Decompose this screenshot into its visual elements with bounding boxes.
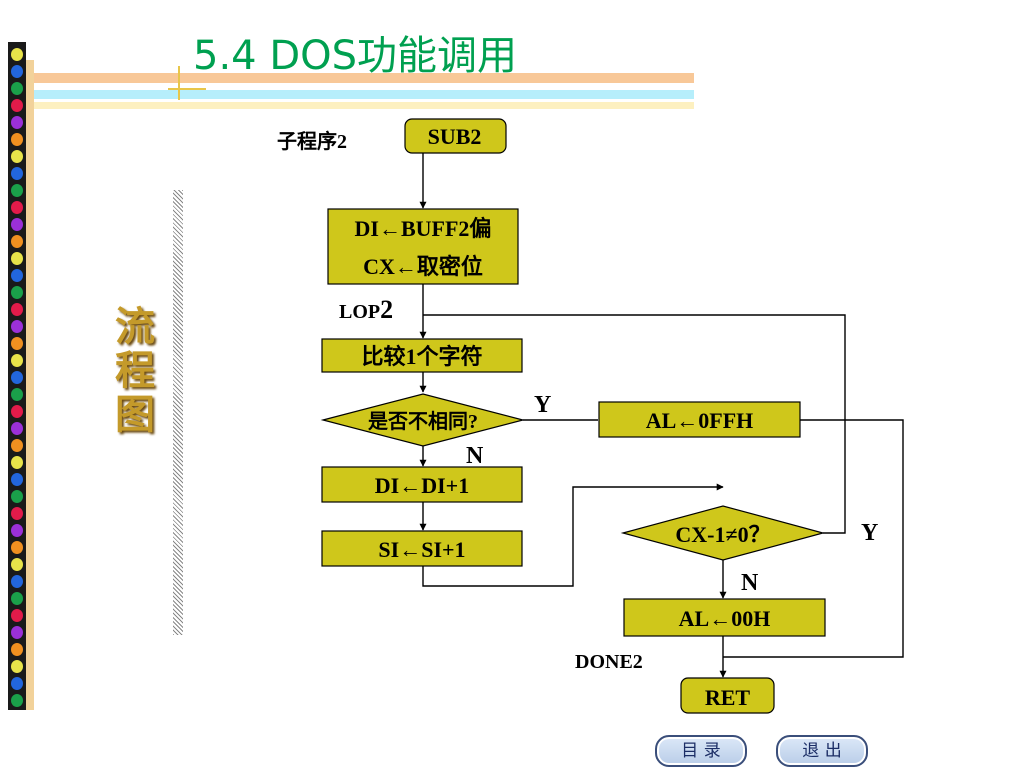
bead (11, 626, 23, 639)
yes-label-1: Y (534, 392, 551, 418)
bead (11, 405, 23, 418)
bead-strip-shadow (26, 60, 34, 710)
title-cross-horizontal (168, 88, 206, 90)
bead (11, 269, 23, 282)
ret-text: RET (705, 685, 751, 710)
bead (11, 99, 23, 112)
bead (11, 150, 23, 163)
connector-loop-back (423, 314, 846, 534)
yes-label-2: Y (861, 520, 878, 546)
connectors (419, 153, 904, 678)
bead (11, 439, 23, 452)
bead (11, 354, 23, 367)
decision-cx (620, 505, 826, 561)
bead (11, 575, 23, 588)
contents-button[interactable]: 目 录 (655, 735, 747, 767)
bead (11, 643, 23, 656)
compare-box (321, 338, 523, 373)
bead (11, 456, 23, 469)
al-ff-box (598, 401, 801, 438)
bead (11, 609, 23, 622)
side-hatch-bar (173, 190, 183, 635)
exit-button[interactable]: 退 出 (776, 735, 868, 767)
bead (11, 65, 23, 78)
connector-incsi-cxdecision (422, 483, 724, 587)
top-rule-yellow (34, 102, 694, 109)
bead (11, 82, 23, 95)
bead (11, 388, 23, 401)
init-line1-text: DI←BUFF2偏 (355, 216, 492, 241)
bead (11, 473, 23, 486)
ret-terminator (680, 677, 775, 714)
compare-text: 比较1个字符 (361, 344, 482, 369)
bead (11, 48, 23, 61)
top-rule-orange (34, 73, 694, 83)
bead (11, 320, 23, 333)
bead (11, 524, 23, 537)
bead (11, 337, 23, 350)
loop-label: LOP2 (339, 295, 393, 324)
bead (11, 677, 23, 690)
loop-label-text: LOP (339, 301, 380, 323)
incdi-box (321, 466, 523, 503)
start-text: SUB2 (428, 124, 482, 149)
no-label-2: N (741, 570, 759, 596)
bead (11, 694, 23, 707)
start-terminator (404, 118, 507, 154)
done-label: DONE2 (575, 651, 643, 673)
side-label-char: 程 (115, 347, 155, 394)
side-label-flowchart: 流程图 (110, 305, 160, 437)
incsi-box (321, 530, 523, 567)
decision-same-text: 是否不相同? (367, 409, 478, 433)
side-label-char: 图 (115, 391, 155, 438)
decision-same (320, 393, 526, 447)
bead (11, 235, 23, 248)
bead (11, 133, 23, 146)
bead (11, 371, 23, 384)
page-title: 5.4 DOS功能调用 (193, 33, 518, 79)
title-cross-vertical (178, 66, 180, 100)
incsi-text: SI←SI+1 (378, 537, 465, 562)
connector-al-ff-to-done (723, 419, 904, 658)
bead (11, 660, 23, 673)
top-rule-cyan (34, 90, 694, 99)
bead (11, 116, 23, 129)
bead (11, 507, 23, 520)
al-00-text: AL←00H (679, 606, 771, 631)
bead (11, 167, 23, 180)
bead (11, 303, 23, 316)
bead (11, 490, 23, 503)
no-label-1: N (466, 443, 484, 469)
bead-strip (8, 42, 26, 710)
al-00-box (623, 598, 826, 637)
bead (11, 252, 23, 265)
al-ff-text: AL←0FFH (646, 408, 754, 433)
incdi-text: DI←DI+1 (375, 473, 469, 498)
bead (11, 422, 23, 435)
bead (11, 541, 23, 554)
init-line2-text: CX←取密位 (363, 254, 483, 279)
subroutine-label: 子程序2 (277, 129, 347, 153)
side-label-char: 流 (115, 303, 155, 350)
loop-label-num: 2 (380, 295, 393, 324)
bead (11, 184, 23, 197)
bead (11, 592, 23, 605)
bead (11, 201, 23, 214)
bead (11, 286, 23, 299)
decision-cx-text: CX-1≠0？ (675, 522, 770, 547)
bead (11, 558, 23, 571)
bead (11, 218, 23, 231)
init-box (327, 208, 519, 285)
